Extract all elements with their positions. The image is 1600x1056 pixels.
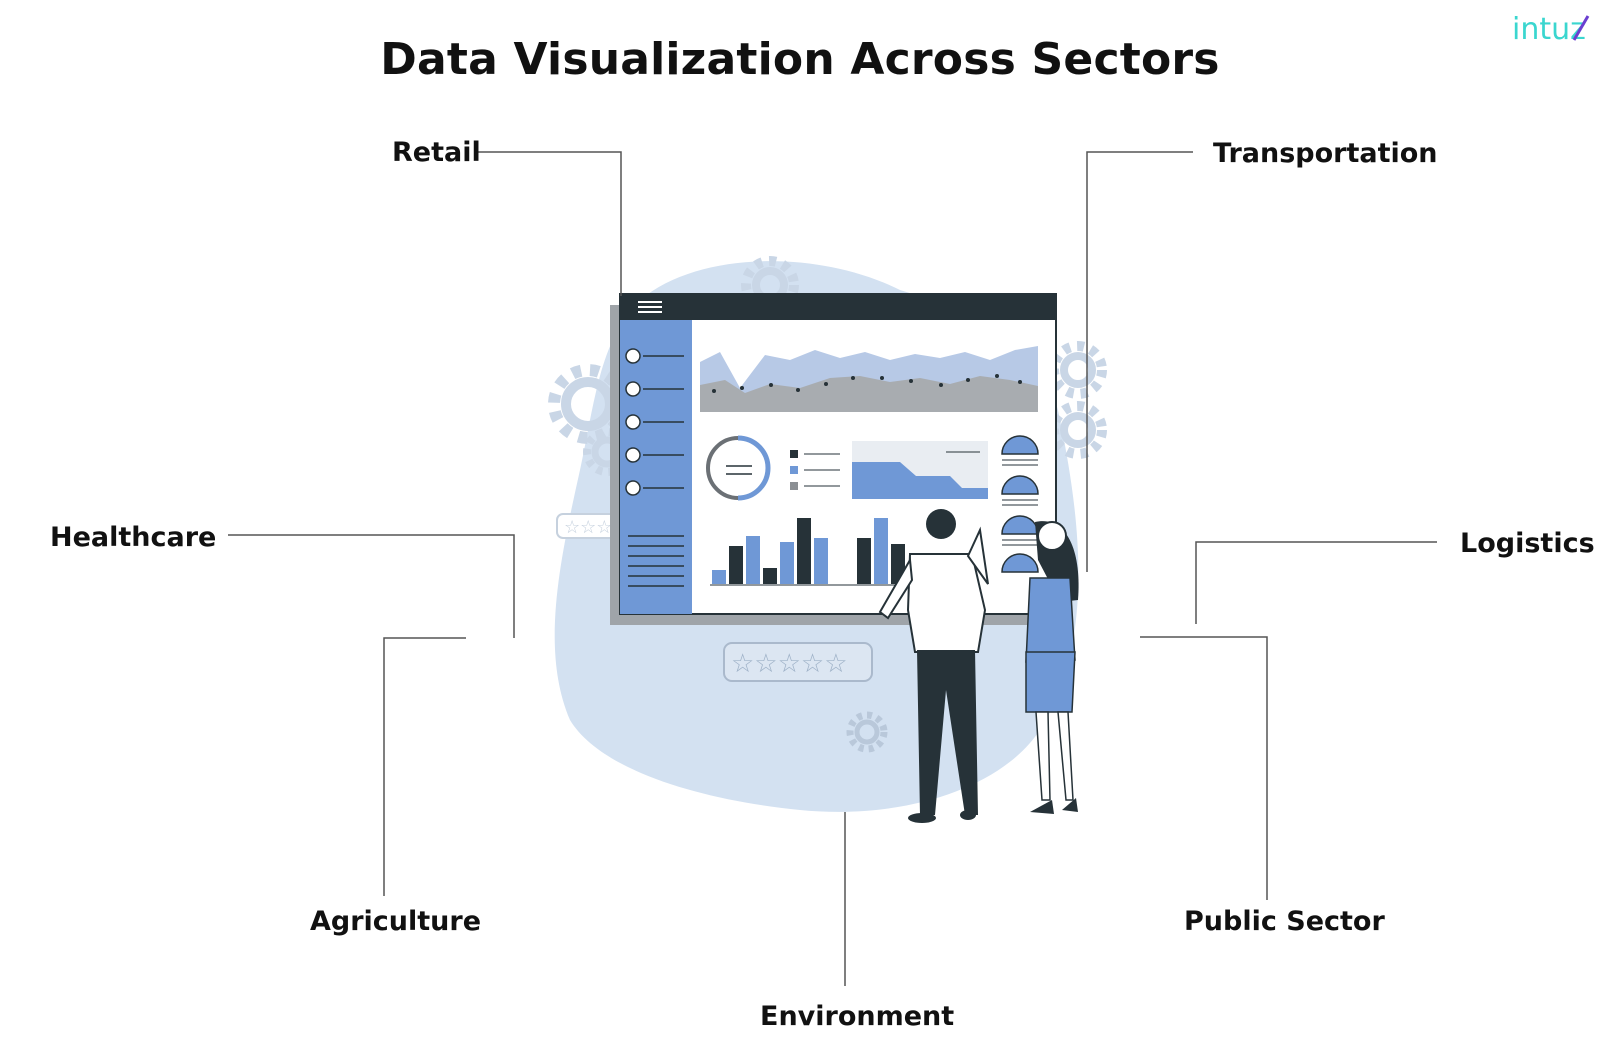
sidebar-items [625, 348, 684, 587]
star-rating-badge: ☆☆☆ [556, 513, 628, 539]
sector-label-environment: Environment [760, 1001, 955, 1032]
mini-step-chart [852, 462, 988, 499]
hamburger-icon [638, 301, 662, 313]
connector-healthcare [228, 534, 515, 638]
mini-legend [790, 450, 840, 490]
connector-logistics [1195, 541, 1437, 624]
sector-label-retail: Retail [392, 137, 481, 168]
connector-lines [228, 151, 1437, 986]
dashboard-screen [610, 293, 1057, 625]
man-figure [878, 509, 989, 823]
connector-public-sector [1140, 636, 1268, 900]
mini-chart-points [712, 374, 1022, 393]
connector-retail [477, 151, 622, 296]
sector-label-healthcare: Healthcare [50, 522, 217, 553]
page-title: Data Visualization Across Sectors [380, 34, 1220, 85]
mini-gauges [1001, 435, 1039, 573]
screen-titlebar [620, 294, 1056, 320]
woman-figure [1025, 521, 1079, 814]
star-rating-badge: ☆☆☆☆☆ [723, 642, 873, 682]
connector-agriculture [383, 637, 466, 896]
svg-text:☆☆☆: ☆☆☆ [564, 517, 612, 538]
mini-donut-chart [706, 435, 771, 501]
sector-label-public-sector: Public Sector [1184, 906, 1385, 937]
svg-text:☆☆☆☆☆: ☆☆☆☆☆ [731, 649, 848, 679]
gear-icon [1049, 401, 1107, 459]
sector-label-agriculture: Agriculture [310, 906, 482, 937]
connector-transportation [1086, 151, 1193, 572]
mini-bar-chart [710, 518, 910, 586]
logo-accent [1572, 15, 1590, 41]
sector-label-transportation: Transportation [1213, 138, 1438, 169]
sector-label-logistics: Logistics [1460, 528, 1595, 559]
gear-icon [846, 711, 888, 753]
intuz-logo: intuz [1512, 12, 1590, 46]
gear-icon [1049, 341, 1107, 399]
screen-sidebar [620, 320, 692, 614]
logo-text: intuz [1512, 12, 1586, 46]
